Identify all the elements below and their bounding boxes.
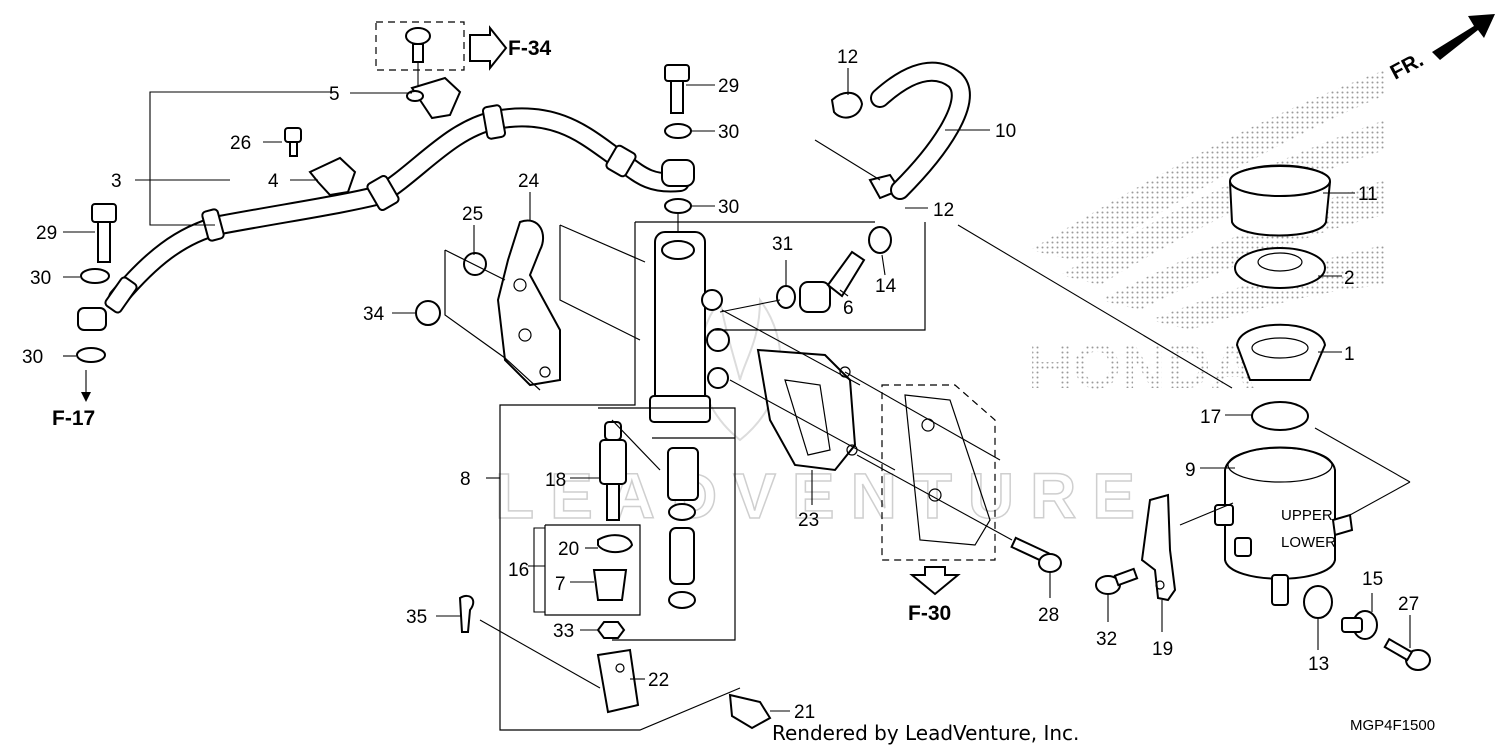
- reference-labels: F-34 F-17 F-30: [52, 37, 951, 625]
- ref-f34: F-34: [508, 37, 552, 60]
- grouping-lines: [135, 91, 1411, 731]
- left-banjo-bolt-stack: [76, 203, 117, 402]
- callout-19: 19: [1152, 639, 1173, 660]
- callout-18: 18: [545, 470, 566, 491]
- center-banjo-bolt-stack: [661, 64, 695, 240]
- callout-35: 35: [406, 607, 427, 628]
- callout-30-center-bottom: 30: [718, 197, 739, 218]
- heel-guard: [756, 348, 858, 472]
- callout-24: 24: [518, 171, 540, 192]
- callout-12-top: 12: [837, 47, 858, 68]
- reservoir-hose: [830, 61, 971, 200]
- callout-13: 13: [1308, 654, 1329, 675]
- callout-8: 8: [460, 469, 471, 490]
- leader-lines: [63, 68, 1411, 712]
- callout-7: 7: [555, 574, 566, 595]
- callout-labels: 1 2 3 4 5 6 7 8 9 10 11 12 12 13 14 15 1…: [22, 47, 1419, 723]
- footer: Rendered by LeadVenture, Inc. MGP4F1500: [772, 717, 1435, 745]
- piston-assembly: [592, 421, 699, 639]
- callout-29-left: 29: [36, 223, 57, 244]
- reservoir-upper-label: UPPER: [1281, 507, 1333, 524]
- reservoir-lower-label: LOWER: [1281, 534, 1336, 551]
- callout-12-lower: 12: [933, 200, 954, 221]
- ref-f17: F-17: [52, 407, 95, 430]
- callout-1: 1: [1344, 344, 1355, 365]
- reservoir-assembly: UPPER LOWER: [1214, 164, 1354, 606]
- callout-30-left-top: 30: [30, 268, 51, 289]
- fr-label: FR.: [1387, 48, 1428, 84]
- callout-20: 20: [558, 539, 579, 560]
- master-cylinder: [649, 231, 730, 423]
- callout-15: 15: [1362, 569, 1383, 590]
- callout-16: 16: [508, 560, 529, 581]
- callout-3: 3: [111, 171, 122, 192]
- ref-f30: F-30: [908, 602, 951, 625]
- callout-5: 5: [329, 84, 340, 105]
- rod-end-parts: [458, 594, 772, 730]
- callout-2: 2: [1344, 268, 1355, 289]
- watermark-text: LEADVENTURE: [495, 460, 1151, 532]
- callout-17: 17: [1200, 407, 1221, 428]
- callout-22: 22: [648, 670, 669, 691]
- callout-30-center-top: 30: [718, 122, 739, 143]
- front-direction-arrow: FR.: [1387, 14, 1495, 84]
- callout-28: 28: [1038, 605, 1059, 626]
- callout-10: 10: [995, 121, 1016, 142]
- rendered-by-text: Rendered by LeadVenture, Inc.: [772, 721, 1079, 745]
- callout-4: 4: [268, 171, 279, 192]
- callout-6: 6: [843, 298, 854, 319]
- f34-reference-box: [375, 21, 508, 88]
- callout-33: 33: [553, 621, 574, 642]
- callout-29-center: 29: [718, 76, 739, 97]
- callout-31: 31: [772, 234, 793, 255]
- callout-11: 11: [1358, 184, 1378, 205]
- callout-9: 9: [1185, 460, 1196, 481]
- callout-34: 34: [363, 304, 385, 325]
- callout-26: 26: [230, 133, 251, 154]
- brake-hose: [104, 104, 690, 314]
- callout-14: 14: [875, 276, 897, 297]
- bolt-28: [1010, 536, 1062, 573]
- callout-21: 21: [794, 702, 815, 723]
- callout-32: 32: [1096, 629, 1117, 650]
- callout-25: 25: [462, 204, 483, 225]
- callout-23: 23: [798, 510, 819, 531]
- callout-30-left-bottom: 30: [22, 347, 43, 368]
- callout-27: 27: [1398, 594, 1419, 615]
- diagram-code: MGP4F1500: [1350, 717, 1435, 734]
- mounting-bracket: [415, 219, 561, 387]
- hose-clamps: [284, 76, 462, 197]
- honda-brand-text: HONDA: [1028, 333, 1255, 402]
- reservoir-mounting-parts: [1095, 493, 1431, 671]
